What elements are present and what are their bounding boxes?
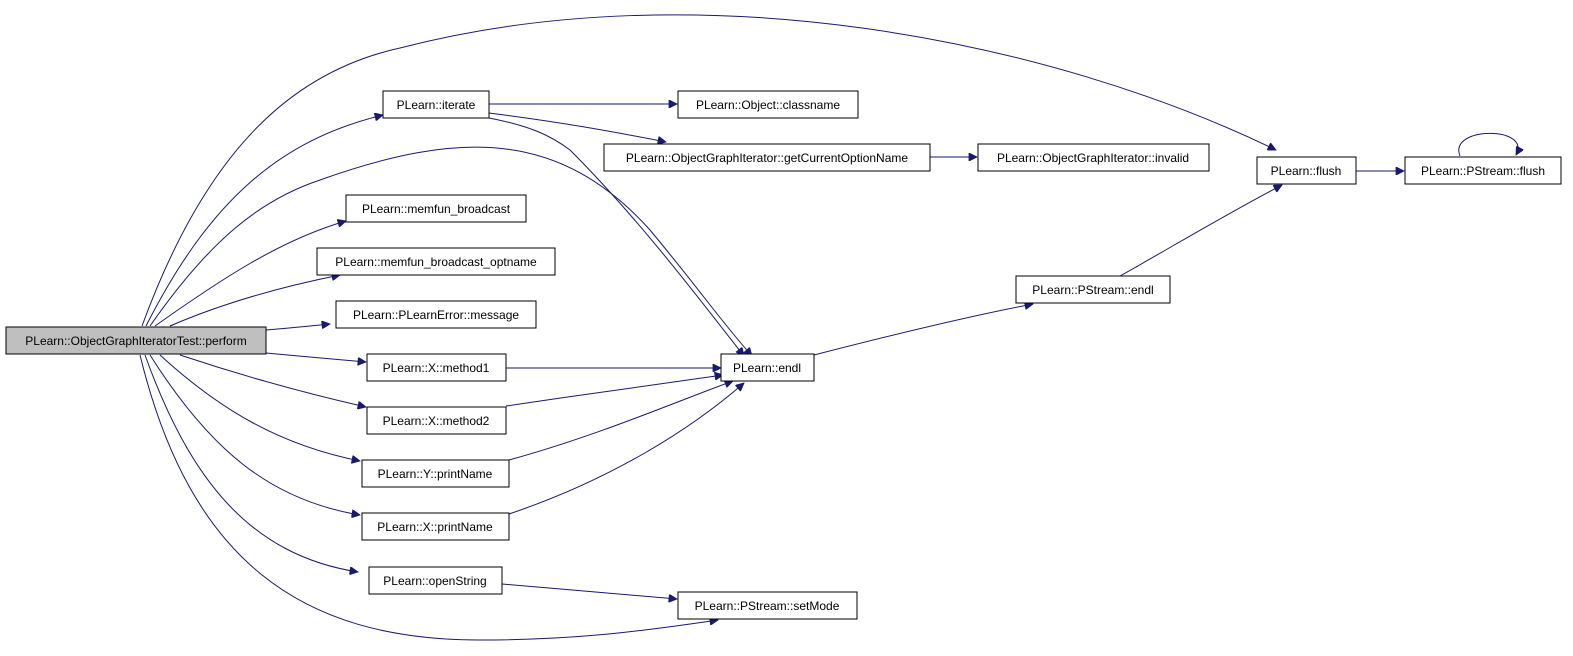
edge-y-printname-endl xyxy=(508,381,733,461)
svg-text:PLearn::flush: PLearn::flush xyxy=(1271,164,1342,178)
node-pstream-endl[interactable]: PLearn::PStream::endl xyxy=(1015,275,1171,304)
edge-iterate-getcurrentoptionname xyxy=(488,112,666,142)
node-ogi-invalid[interactable]: PLearn::ObjectGraphIterator::invalid xyxy=(977,143,1210,172)
svg-text:PLearn::X::method1: PLearn::X::method1 xyxy=(383,361,490,375)
node-endl[interactable]: PLearn::endl xyxy=(720,353,815,382)
node-x-printname[interactable]: PLearn::X::printName xyxy=(361,512,510,541)
edge-perform-pstream-setmode xyxy=(139,354,718,641)
edge-perform-plearnerror-message xyxy=(265,324,330,331)
edge-perform-openstring xyxy=(144,354,358,572)
svg-text:PLearn::ObjectGraphIterator::i: PLearn::ObjectGraphIterator::invalid xyxy=(997,151,1189,165)
node-pstream-flush[interactable]: PLearn::PStream::flush xyxy=(1404,156,1562,185)
svg-text:PLearn::PStream::endl: PLearn::PStream::endl xyxy=(1032,283,1153,297)
node-iterate[interactable]: PLearn::iterate xyxy=(382,90,490,119)
svg-text:PLearn::PStream::flush: PLearn::PStream::flush xyxy=(1421,164,1545,178)
edge-perform-x-method1 xyxy=(265,352,366,362)
svg-text:PLearn::Y::printName: PLearn::Y::printName xyxy=(378,467,493,481)
node-openstring[interactable]: PLearn::openString xyxy=(368,566,503,595)
svg-text:PLearn::iterate: PLearn::iterate xyxy=(397,98,476,112)
node-x-method2[interactable]: PLearn::X::method2 xyxy=(366,406,507,435)
edge-perform-iterate xyxy=(145,115,383,327)
node-getcurrentoptionname[interactable]: PLearn::ObjectGraphIterator::getCurrentO… xyxy=(603,143,931,172)
svg-text:PLearn::memfun_broadcast: PLearn::memfun_broadcast xyxy=(362,202,511,216)
edge-perform-x-printname xyxy=(149,354,360,515)
svg-text:PLearn::X::method2: PLearn::X::method2 xyxy=(383,414,490,428)
svg-text:PLearn::Object::classname: PLearn::Object::classname xyxy=(696,98,840,112)
node-memfun-broadcast[interactable]: PLearn::memfun_broadcast xyxy=(345,194,527,223)
node-pstream-setmode[interactable]: PLearn::PStream::setMode xyxy=(677,591,858,620)
edge-iterate-endl xyxy=(488,117,744,356)
edge-perform-memfun-broadcast-optname xyxy=(169,275,340,327)
edge-perform-x-method2 xyxy=(179,354,366,407)
svg-text:PLearn::PLearnError::message: PLearn::PLearnError::message xyxy=(353,308,519,322)
svg-text:PLearn::PStream::setMode: PLearn::PStream::setMode xyxy=(695,599,840,613)
node-flush[interactable]: PLearn::flush xyxy=(1256,156,1357,185)
node-object-classname[interactable]: PLearn::Object::classname xyxy=(677,90,859,119)
svg-text:PLearn::X::printName: PLearn::X::printName xyxy=(377,520,493,534)
edge-x-printname-endl xyxy=(508,383,744,515)
edge-perform-flush xyxy=(141,14,1276,327)
svg-text:PLearn::ObjectGraphIterator::g: PLearn::ObjectGraphIterator::getCurrentO… xyxy=(626,151,908,165)
edge-pstream-endl-flush xyxy=(1119,184,1282,277)
svg-text:PLearn::ObjectGraphIteratorTes: PLearn::ObjectGraphIteratorTest::perform xyxy=(25,334,246,348)
node-y-printname[interactable]: PLearn::Y::printName xyxy=(361,459,510,488)
svg-text:PLearn::memfun_broadcast_optna: PLearn::memfun_broadcast_optname xyxy=(335,255,537,269)
svg-text:PLearn::openString: PLearn::openString xyxy=(383,574,486,588)
edge-perform-endl xyxy=(149,146,752,356)
node-plearnerror-message[interactable]: PLearn::PLearnError::message xyxy=(335,300,537,329)
edge-perform-y-printname xyxy=(159,354,360,461)
edge-endl-pstream-endl xyxy=(813,304,1033,356)
node-x-method1[interactable]: PLearn::X::method1 xyxy=(366,353,507,382)
node-perform[interactable]: PLearn::ObjectGraphIteratorTest::perform xyxy=(5,326,267,355)
edge-perform-memfun-broadcast xyxy=(154,221,346,327)
edge-openstring-pstream-setmode xyxy=(501,583,677,599)
node-memfun-broadcast-optname[interactable]: PLearn::memfun_broadcast_optname xyxy=(316,247,556,276)
edge-pstream-flush-self xyxy=(1458,132,1518,157)
svg-text:PLearn::endl: PLearn::endl xyxy=(733,361,801,375)
edge-x-method2-endl xyxy=(505,375,723,407)
